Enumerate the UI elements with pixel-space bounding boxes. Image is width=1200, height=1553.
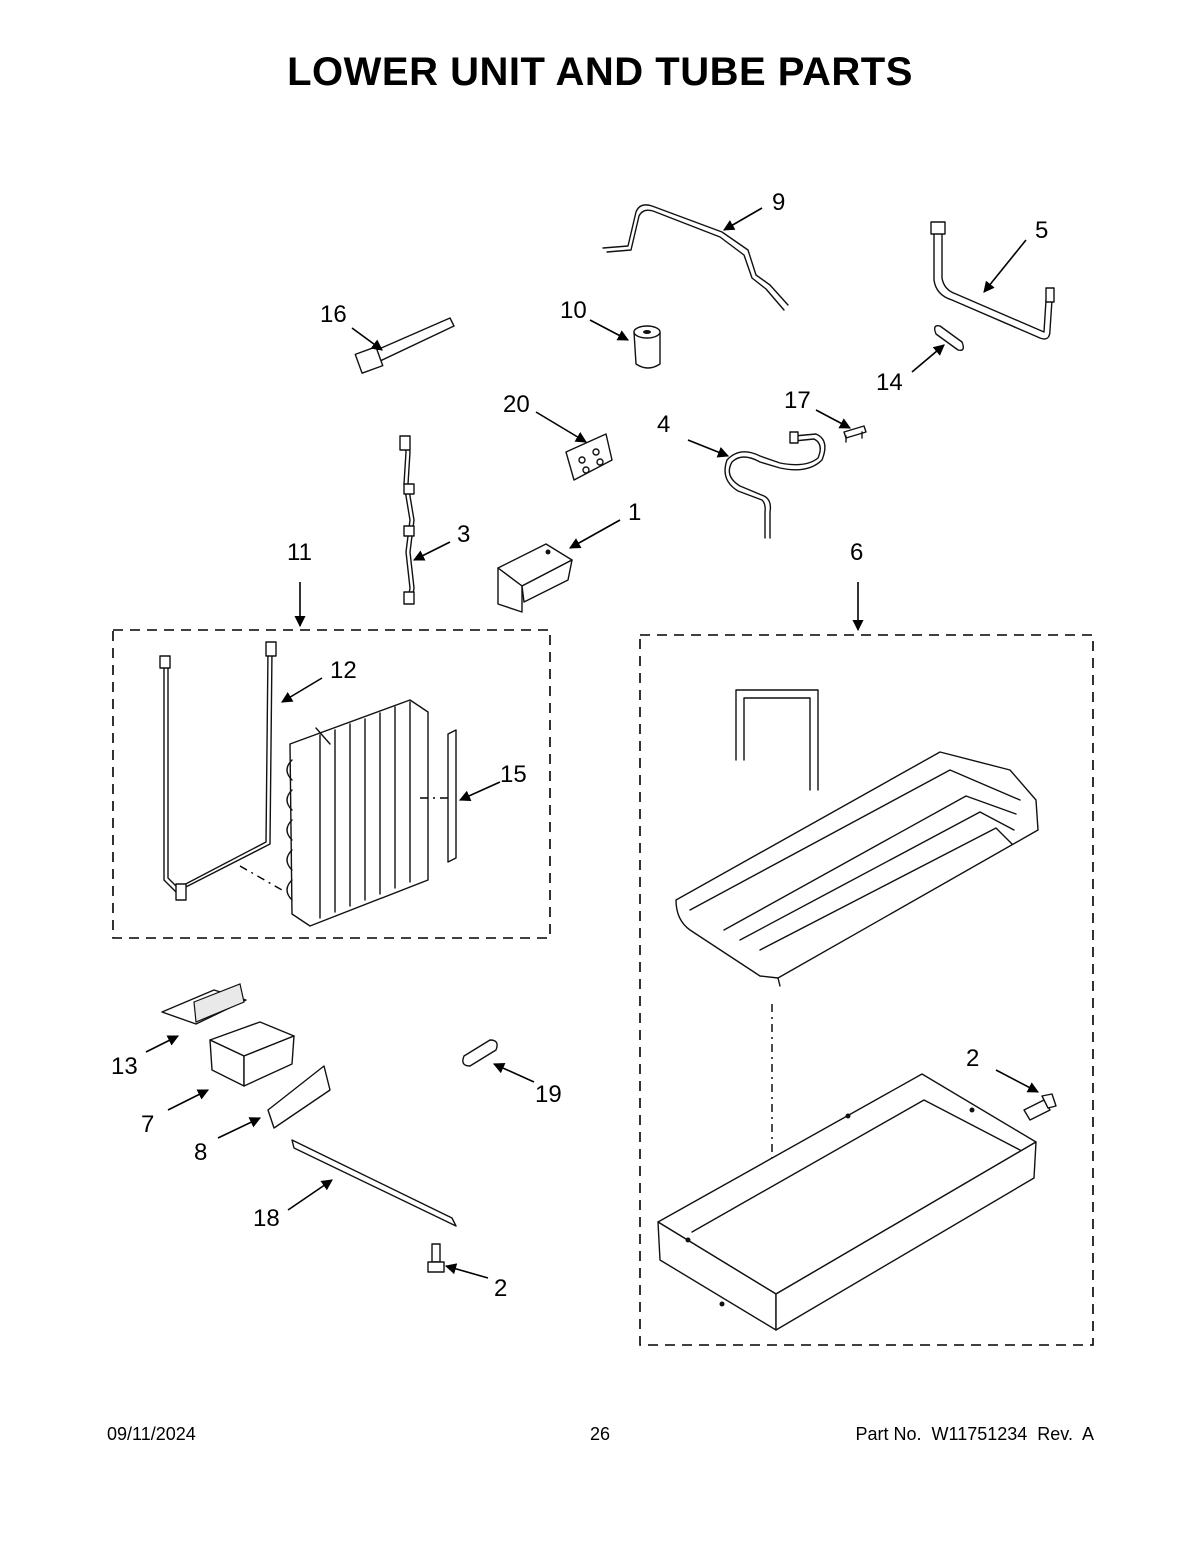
part-9-tube	[602, 204, 789, 311]
part-5-tube	[930, 221, 1055, 340]
part-17-clip	[843, 425, 867, 443]
callout-1: 1	[628, 499, 641, 526]
callout-10: 10	[560, 297, 587, 324]
callout-5: 5	[1035, 217, 1048, 244]
assembly-6-box	[639, 634, 1094, 1346]
callout-6: 6	[850, 539, 863, 566]
part-8-plate	[267, 1065, 331, 1129]
part-3-wire-harness	[399, 435, 415, 605]
callout-13: 13	[111, 1053, 138, 1080]
drain-pan-tray	[657, 1073, 1037, 1331]
part-4-tube	[724, 431, 826, 539]
part-10-cylinder	[633, 325, 661, 369]
page-title: LOWER UNIT AND TUBE PARTS	[287, 50, 913, 94]
callout-3: 3	[457, 521, 470, 548]
callout-4: 4	[657, 411, 670, 438]
callout-20: 20	[503, 391, 530, 418]
part-2-screw-right	[1023, 1093, 1057, 1121]
footer-page-number: 26	[589, 1424, 611, 1444]
assembly-11-box	[112, 629, 551, 939]
callout-7: 7	[141, 1111, 154, 1138]
callout-19: 19	[535, 1081, 562, 1108]
callout-11: 11	[287, 539, 312, 566]
part-12-sensor-tube	[159, 641, 277, 901]
callout-17: 17	[784, 387, 811, 414]
part-2-screw-left	[427, 1243, 445, 1273]
part-19-sleeve	[462, 1039, 498, 1067]
footer-part-number: Part No. W11751234 Rev. A	[855, 1424, 1094, 1444]
callout-15: 15	[500, 761, 527, 788]
callout-18: 18	[253, 1205, 280, 1232]
footer-date: 09/11/2024	[107, 1424, 196, 1444]
callout-2-left: 2	[494, 1275, 507, 1302]
callout-14: 14	[876, 369, 903, 396]
part-20-board	[565, 433, 613, 481]
part-16-cable-tie	[354, 317, 455, 374]
callout-9: 9	[772, 189, 785, 216]
condenser-coil	[286, 699, 429, 927]
drain-pan-heater	[675, 689, 1039, 987]
part-7-bracket	[209, 1021, 295, 1087]
callout-16: 16	[320, 301, 347, 328]
part-1-bracket	[497, 543, 573, 613]
part-15-strip	[447, 729, 457, 863]
callout-12: 12	[330, 657, 357, 684]
callout-2-right: 2	[966, 1045, 979, 1072]
callout-8: 8	[194, 1139, 207, 1166]
part-18-rail	[291, 1139, 457, 1227]
part-13-cover	[161, 983, 247, 1025]
part-14-sleeve	[933, 324, 965, 352]
